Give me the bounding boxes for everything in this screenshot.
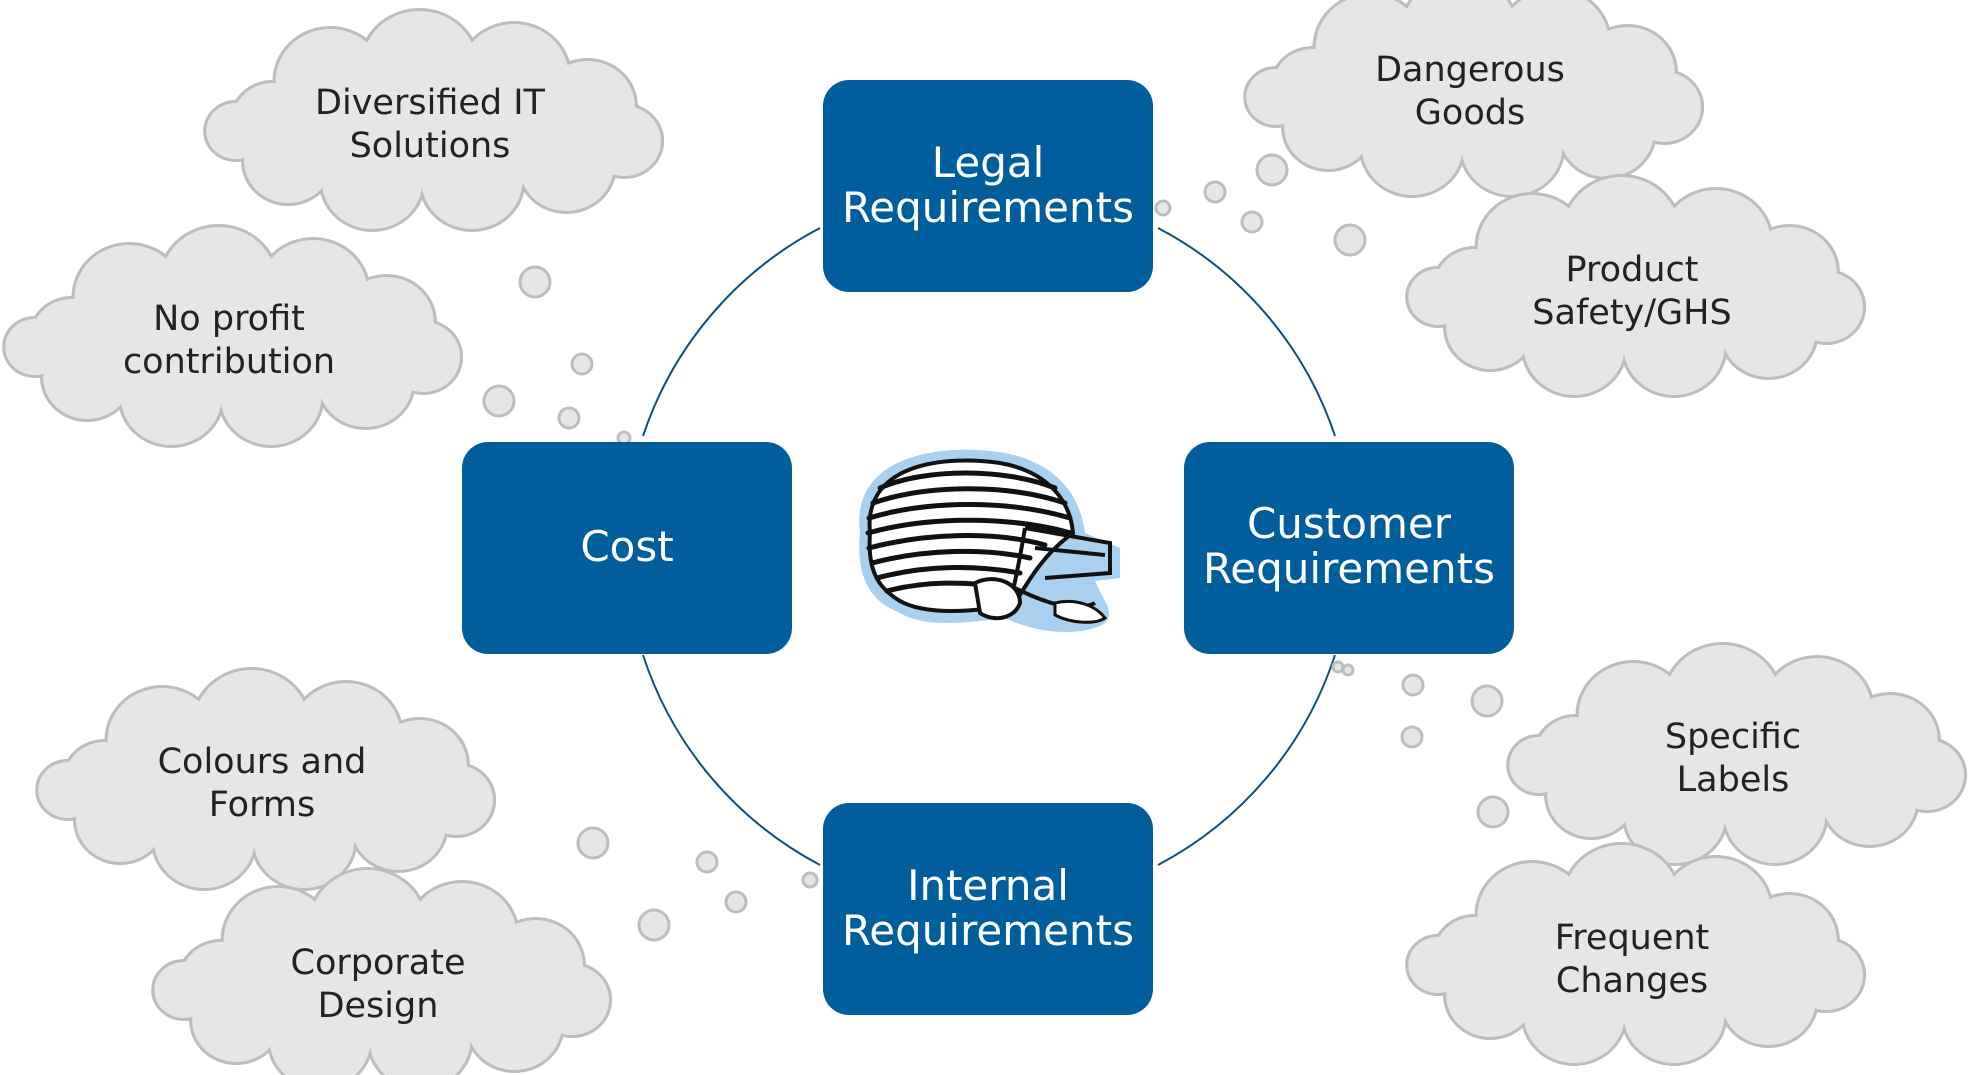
thought-bubble [1240, 210, 1264, 234]
thought-bubble [1470, 684, 1504, 718]
cloud-frequent-changes: Frequent Changes [1408, 845, 1863, 1063]
cloud-no-profit: No profit contribution [5, 227, 460, 445]
ring-arc-bottom-right [1157, 654, 1336, 866]
connection-ring [642, 227, 1336, 866]
cloud-text-line: No profit [153, 299, 305, 339]
thought-bubble [637, 908, 671, 942]
cloud-text-line: Goods [1415, 93, 1525, 133]
cloud-text-line: Product [1566, 250, 1699, 290]
node-cost: Cost [462, 442, 792, 654]
thought-bubble [1476, 795, 1510, 829]
thought-bubble [570, 352, 594, 376]
cloud-text-line: contribution [123, 342, 335, 382]
node-text-line: Requirements [842, 906, 1134, 955]
cloud-text-line: Colours and [158, 742, 367, 782]
cloud-product-safety: Product Safety/GHS [1408, 177, 1863, 395]
cloud-text-line: Solutions [350, 126, 511, 166]
thought-bubble [1400, 725, 1424, 749]
thought-bubble [695, 850, 719, 874]
node-legal-requirements: Legal Requirements [823, 80, 1153, 292]
cloud-corporate-design: Corporate Design [154, 870, 609, 1075]
ring-arc-top-right [1157, 227, 1336, 437]
thought-bubble [1203, 180, 1227, 204]
cloud-text-line: Design [318, 986, 439, 1026]
cloud-colours-forms: Colours and Forms [38, 670, 493, 888]
node-text-line: Cost [580, 522, 673, 571]
node-text-line: Customer [1247, 499, 1452, 548]
cloud-text-line: Changes [1556, 961, 1708, 1001]
thought-bubble [557, 406, 581, 430]
football-helmet-icon [859, 449, 1120, 633]
node-internal-requirements: Internal Requirements [823, 803, 1153, 1015]
cloud-text-line: Forms [209, 785, 315, 825]
helmet-stripes [865, 470, 1074, 594]
thought-bubble [518, 265, 552, 299]
cloud-specific-labels: Specific Labels [1509, 645, 1964, 863]
thought-bubble [1255, 153, 1289, 187]
ring-arc-top-left [642, 227, 821, 437]
cloud-text-line: Diversified IT [315, 83, 546, 123]
thought-bubble [1333, 223, 1367, 257]
cloud-diversified-it: Diversified IT Solutions [206, 11, 661, 229]
thought-bubble [724, 890, 748, 914]
thought-bubble [801, 871, 819, 889]
node-text-line: Internal [907, 861, 1069, 910]
cloud-text-line: Dangerous [1375, 50, 1565, 90]
node-text-line: Requirements [842, 183, 1134, 232]
ring-arc-bottom-left [642, 654, 821, 866]
cloud-text-line: Frequent [1555, 918, 1710, 958]
thought-bubble [1401, 673, 1425, 697]
cloud-text-line: Labels [1677, 760, 1790, 800]
thought-bubble [1154, 199, 1172, 217]
thought-bubble [482, 384, 516, 418]
node-customer-requirements: Customer Requirements [1184, 442, 1514, 654]
thought-bubble [1341, 663, 1355, 677]
node-text-line: Legal [932, 138, 1045, 187]
cloud-dangerous-goods: Dangerous Goods [1246, 0, 1701, 195]
cloud-text-line: Safety/GHS [1532, 293, 1731, 333]
cloud-text-line: Specific [1665, 717, 1801, 757]
thought-bubbles [482, 153, 1510, 942]
thought-bubble [576, 826, 610, 860]
thought-bubble [1331, 660, 1345, 674]
node-text-line: Requirements [1203, 544, 1495, 593]
cloud-text-line: Corporate [291, 943, 466, 983]
